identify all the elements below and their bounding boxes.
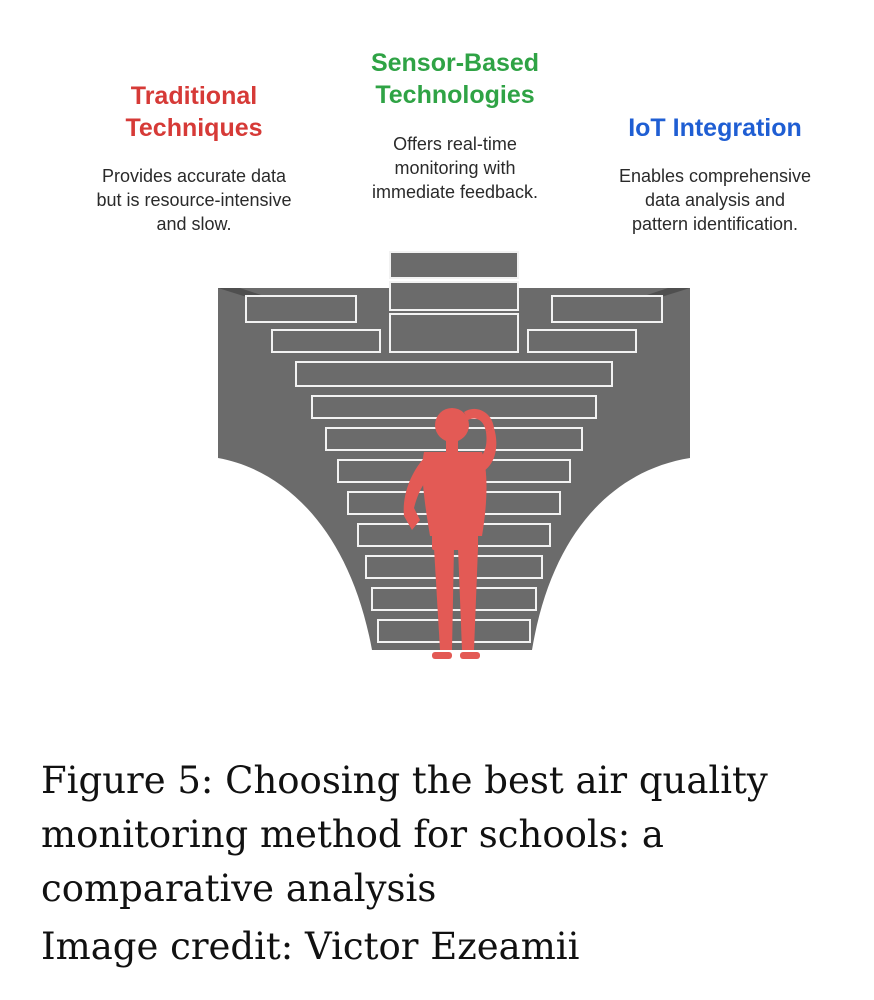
image-credit: Image credit: Victor Ezeamii bbox=[41, 925, 580, 968]
person-head bbox=[435, 408, 469, 442]
heading-line: Techniques bbox=[125, 114, 263, 142]
description-line: data analysis and bbox=[644, 190, 786, 210]
sensor-based-technologies-description: Offers real-time monitoring with immedia… bbox=[330, 132, 580, 204]
stair-step bbox=[377, 619, 531, 643]
person-left-leg bbox=[434, 548, 454, 650]
person-left-arm bbox=[403, 458, 432, 530]
description-line: pattern identification. bbox=[631, 214, 799, 234]
person-torso bbox=[422, 452, 487, 536]
description-line: monitoring with bbox=[394, 158, 516, 178]
staircase-diagram bbox=[218, 251, 690, 659]
stair-step bbox=[245, 295, 357, 323]
person-left-foot bbox=[432, 652, 452, 659]
iot-integration-heading: IoT Integration bbox=[590, 112, 840, 144]
stair-step bbox=[365, 555, 543, 579]
stair-step bbox=[371, 587, 537, 611]
stair-step bbox=[271, 329, 381, 353]
description-line: immediate feedback. bbox=[371, 182, 539, 202]
person-right-leg bbox=[458, 548, 478, 650]
person-raised-arm bbox=[464, 408, 494, 432]
thinking-person-icon bbox=[403, 408, 497, 659]
heading-line: IoT Integration bbox=[628, 114, 802, 142]
heading-line: Technologies bbox=[375, 81, 535, 109]
heading-line: Traditional bbox=[130, 82, 258, 110]
stair-step bbox=[389, 313, 519, 353]
description-line: Provides accurate data bbox=[101, 166, 287, 186]
description-line: Enables comprehensive bbox=[618, 166, 812, 186]
traditional-techniques-description: Provides accurate data but is resource-i… bbox=[64, 164, 324, 236]
traditional-techniques-heading: Traditional Techniques bbox=[74, 80, 314, 144]
person-neck bbox=[446, 440, 458, 452]
heading-line: Sensor-Based bbox=[370, 49, 540, 77]
stair-step bbox=[295, 361, 613, 387]
stair-step bbox=[389, 281, 519, 311]
figure-caption: Figure 5: Choosing the best air quality … bbox=[41, 759, 768, 910]
stair-step bbox=[551, 295, 663, 323]
person-right-foot bbox=[460, 652, 480, 659]
description-line: and slow. bbox=[156, 214, 232, 234]
stair-step bbox=[389, 251, 519, 279]
iot-integration-description: Enables comprehensive data analysis and … bbox=[580, 164, 850, 236]
person-hips bbox=[432, 534, 478, 550]
stair-step bbox=[527, 329, 637, 353]
sensor-based-technologies-heading: Sensor-Based Technologies bbox=[330, 47, 580, 111]
description-line: but is resource-intensive bbox=[96, 190, 292, 210]
description-line: Offers real-time bbox=[393, 134, 517, 154]
